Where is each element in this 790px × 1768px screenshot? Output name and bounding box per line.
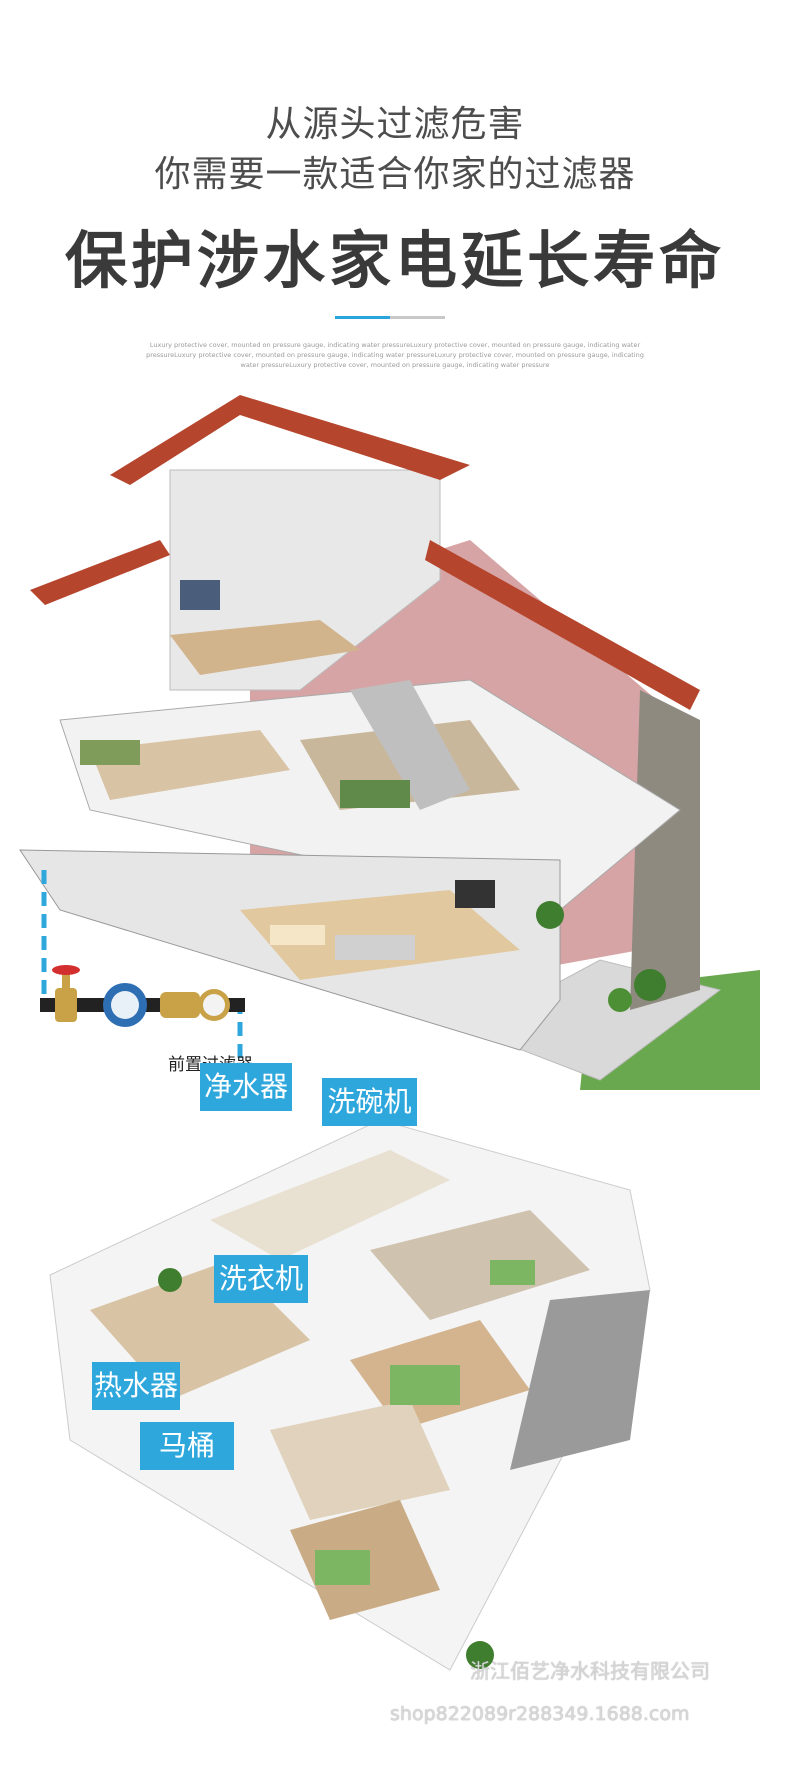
- bedroom-2: [270, 1400, 450, 1520]
- plant: [158, 1268, 182, 1292]
- roof-left: [30, 540, 170, 605]
- roof-top: [110, 395, 470, 485]
- headline: 保护涉水家电延长寿命: [64, 224, 725, 297]
- watermark-url: shop822089r288349.1688.com: [390, 1703, 690, 1725]
- kitchen-area: [210, 1150, 450, 1260]
- plant: [536, 901, 564, 929]
- tv: [455, 880, 495, 908]
- filter-gauge-face: [203, 994, 225, 1016]
- valve-stem: [62, 970, 70, 988]
- meter-face: [111, 991, 139, 1019]
- plant: [466, 1641, 494, 1669]
- water-pipe-diagram: [40, 870, 245, 1095]
- filter-body: [160, 992, 200, 1018]
- label-heater: 热水器: [92, 1362, 180, 1410]
- label-toilet: 马桶: [140, 1422, 234, 1470]
- valve-handle: [52, 965, 80, 975]
- plant: [608, 988, 632, 1012]
- header: 从源头过滤危害 你需要一款适合你家的过滤器 保护涉水家电延长寿命 Luxury …: [0, 0, 790, 380]
- bookshelf: [180, 580, 220, 610]
- bed-1: [80, 740, 140, 765]
- upper-floor-wood: [170, 620, 360, 675]
- divider-accent: [335, 316, 390, 319]
- bathroom: [370, 1210, 590, 1320]
- roof-right: [425, 540, 700, 710]
- dining-table: [270, 925, 325, 945]
- house-cutaway-illustration: [19, 395, 760, 1090]
- subtitle-line-1: 从源头过滤危害: [265, 104, 525, 145]
- balcony: [510, 1290, 650, 1470]
- stone-column: [630, 690, 700, 1010]
- watermark-company: 浙江佰艺净水科技有限公司: [470, 1659, 710, 1683]
- label-purifier: 净水器: [200, 1063, 292, 1111]
- valve-body: [55, 988, 77, 1022]
- label-dishwasher: 洗碗机: [322, 1078, 417, 1126]
- apartment-floor-plan: [49, 1119, 651, 1671]
- divider-gray: [390, 316, 445, 319]
- subtitle-line-2: 你需要一款适合你家的过滤器: [154, 154, 636, 195]
- small-caption: Luxury protective cover, mounted on pres…: [146, 341, 644, 369]
- bed-rug: [390, 1365, 460, 1405]
- staircase: [350, 680, 470, 810]
- plant: [634, 969, 666, 1001]
- bed-rug: [315, 1550, 370, 1585]
- sofa: [335, 935, 415, 960]
- bed-2: [340, 780, 410, 808]
- label-washer: 洗衣机: [214, 1255, 308, 1303]
- bed-rug: [490, 1260, 535, 1285]
